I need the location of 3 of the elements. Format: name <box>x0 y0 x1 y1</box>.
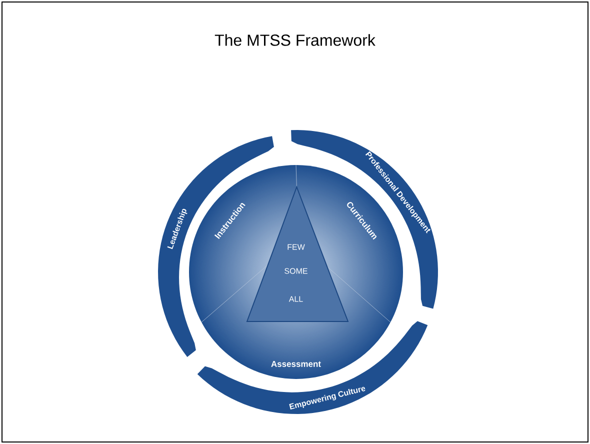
title: The MTSS Framework <box>214 34 376 46</box>
tier-label: ALL <box>288 296 303 302</box>
segment-label: Assessment <box>271 361 321 367</box>
